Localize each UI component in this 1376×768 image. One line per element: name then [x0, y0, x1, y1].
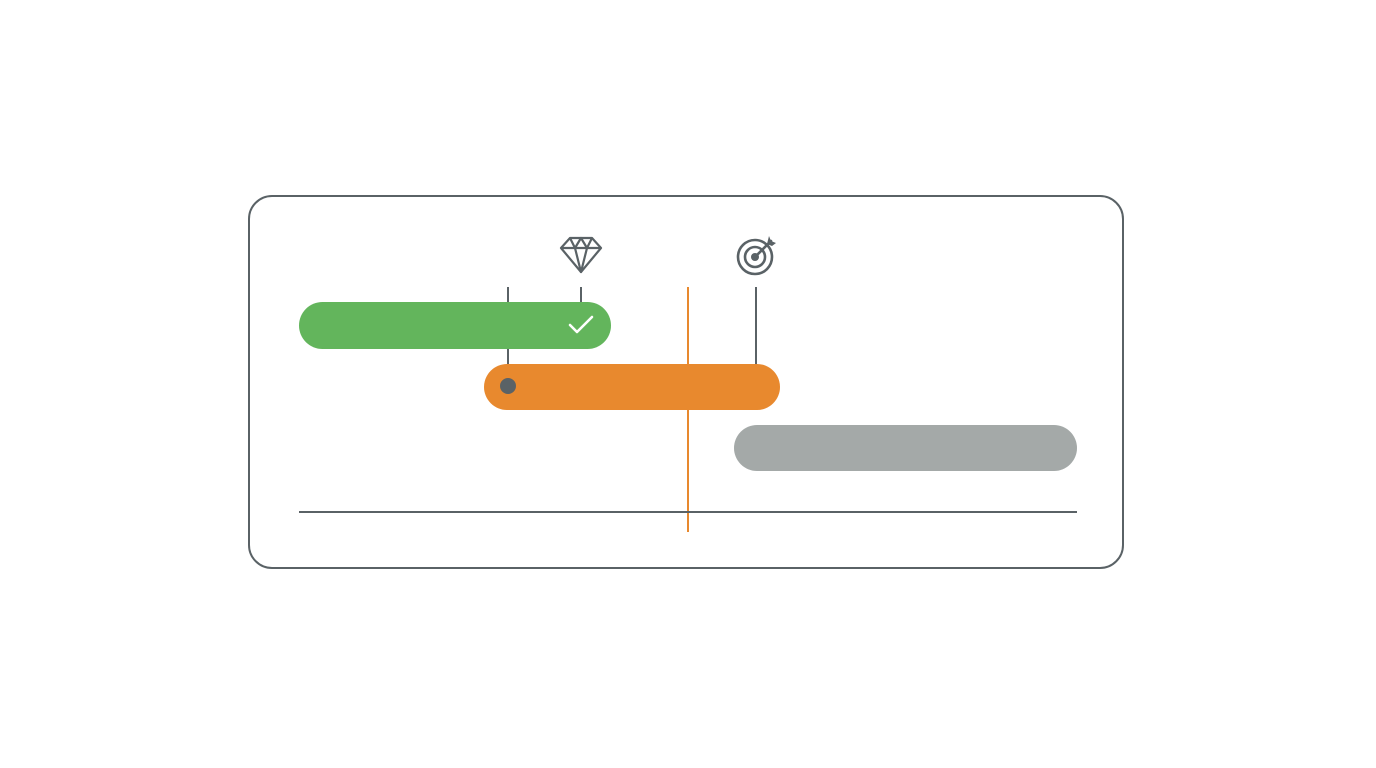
dependency-dot — [500, 378, 516, 394]
milestone-goal-line — [755, 287, 757, 364]
milestone-gem-line — [580, 287, 582, 303]
check-icon — [568, 315, 594, 334]
gem-icon — [559, 236, 603, 274]
task-bar-done[interactable] — [299, 302, 611, 349]
timeline-axis — [299, 511, 1077, 513]
task-bar-in-progress[interactable] — [484, 364, 780, 410]
target-icon — [736, 236, 776, 276]
task-bar-planned[interactable] — [734, 425, 1077, 471]
today-marker-line — [687, 287, 689, 532]
